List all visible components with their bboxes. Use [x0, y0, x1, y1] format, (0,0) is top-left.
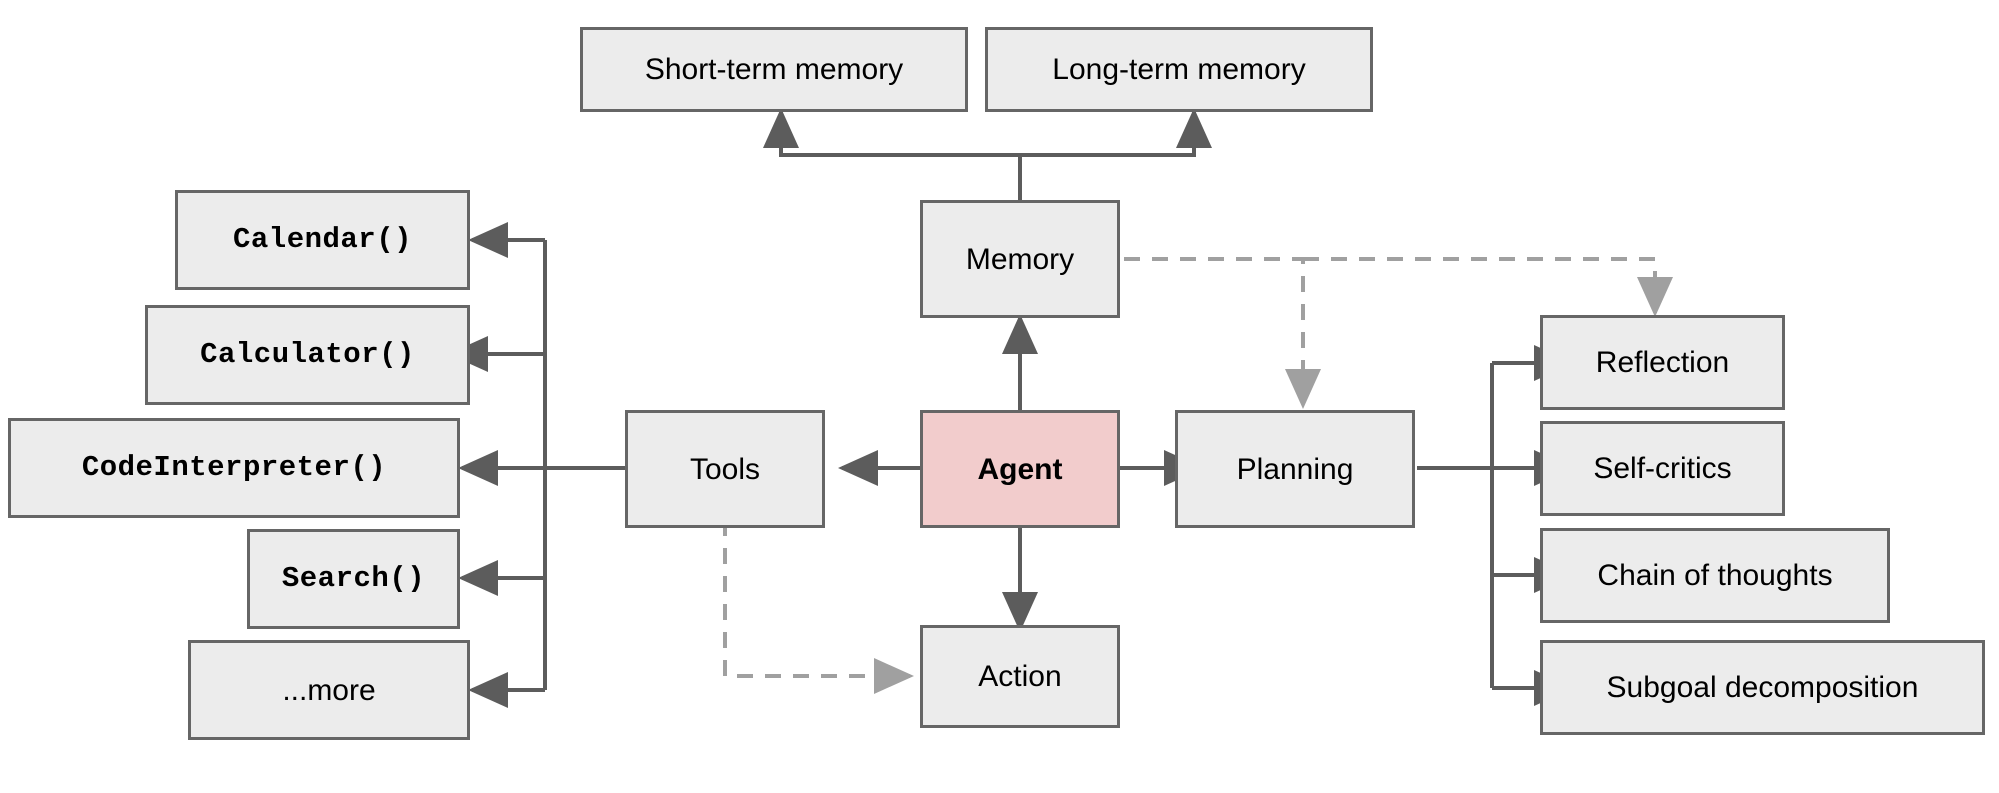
node-reflection[interactable]: Reflection [1540, 315, 1785, 410]
edge-memory-to-reflection-dashed [1303, 257, 1673, 317]
node-reflection-label: Reflection [1595, 346, 1730, 379]
node-long-term-memory[interactable]: Long-term memory [985, 27, 1373, 112]
node-planning-label: Planning [1236, 452, 1354, 486]
node-agent-label: Agent [977, 452, 1063, 486]
edge-memory-to-planning-dashed [1124, 257, 1321, 409]
edge-memory-to-memory-types [763, 108, 1022, 200]
node-chain-of-thoughts-label: Chain of thoughts [1597, 559, 1833, 592]
node-tool-search-label: Search() [281, 562, 426, 596]
node-tool-calculator-label: Calculator() [200, 338, 415, 372]
node-planning[interactable]: Planning [1175, 410, 1415, 528]
node-tool-more-label: ...more [282, 673, 376, 707]
edge-memory-to-long-term [1020, 108, 1212, 157]
node-tool-code-interpreter[interactable]: CodeInterpreter() [8, 418, 460, 518]
node-chain-of-thoughts[interactable]: Chain of thoughts [1540, 528, 1890, 623]
node-self-critics[interactable]: Self-critics [1540, 421, 1785, 516]
node-memory-label: Memory [965, 242, 1075, 276]
node-tool-code-interpreter-label: CodeInterpreter() [81, 451, 387, 485]
node-tools-label: Tools [689, 452, 761, 486]
node-tools[interactable]: Tools [625, 410, 825, 528]
node-subgoal-decomposition[interactable]: Subgoal decomposition [1540, 640, 1985, 735]
node-memory[interactable]: Memory [920, 200, 1120, 318]
node-tool-calculator[interactable]: Calculator() [145, 305, 470, 405]
node-tool-search[interactable]: Search() [247, 529, 460, 629]
node-self-critics-label: Self-critics [1593, 452, 1732, 485]
node-action-label: Action [978, 660, 1062, 693]
node-long-term-memory-label: Long-term memory [1052, 53, 1306, 86]
node-tool-more[interactable]: ...more [188, 640, 470, 740]
node-agent[interactable]: Agent [920, 410, 1120, 528]
edge-tools-to-action-dashed [723, 520, 914, 694]
node-short-term-memory-label: Short-term memory [644, 53, 904, 86]
node-action[interactable]: Action [920, 625, 1120, 728]
node-short-term-memory[interactable]: Short-term memory [580, 27, 968, 112]
node-tool-calendar[interactable]: Calendar() [175, 190, 470, 290]
node-subgoal-decomposition-label: Subgoal decomposition [1606, 671, 1919, 704]
node-tool-calendar-label: Calendar() [232, 223, 413, 257]
